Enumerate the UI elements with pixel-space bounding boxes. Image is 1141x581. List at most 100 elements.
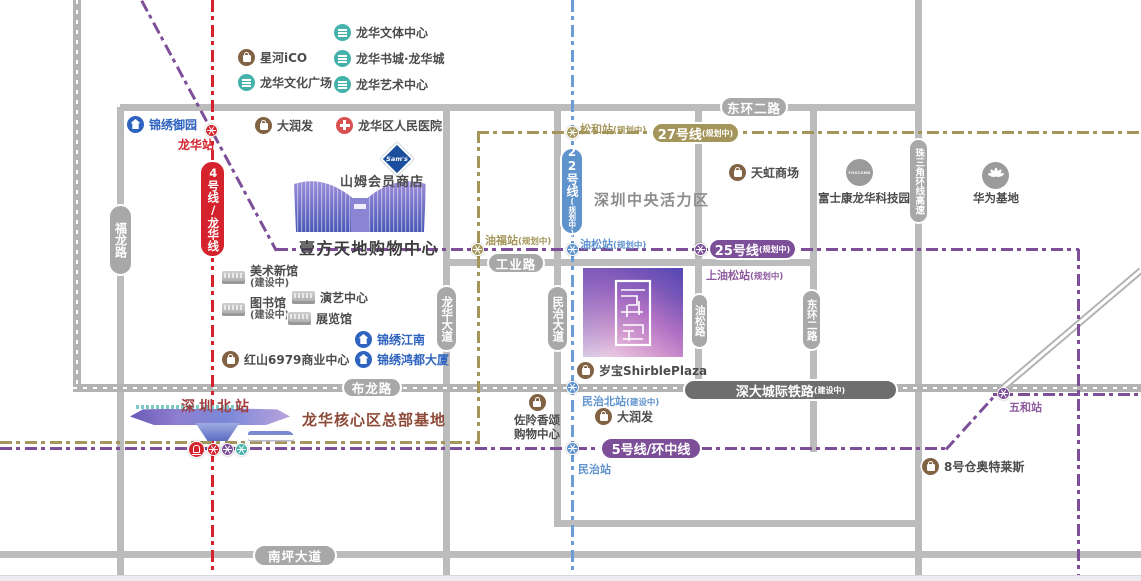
building-icon	[334, 75, 351, 93]
map-edge-band	[0, 575, 1141, 581]
railway-shenda-intercity	[73, 384, 1141, 392]
poi-xinghe-ico: 星河iCO	[238, 48, 307, 66]
national-rail-icon	[188, 441, 205, 458]
poi-darunfa-north: 大润发	[255, 116, 313, 134]
road-label-yousong: 油松路	[690, 293, 709, 349]
poi-foxconn-label: 富士康龙华科技园	[818, 191, 910, 205]
poi-performance-center: 演艺中心	[292, 288, 368, 306]
yousong-station-icon	[566, 243, 579, 256]
hospital-cross-icon	[336, 116, 353, 134]
line-22-badge: 22号线(规划中)	[560, 145, 584, 237]
one-avenue-building	[293, 172, 427, 234]
road-label-minzhi-avenue: 民治大道	[546, 285, 569, 352]
poi-book-city: 龙华书城·龙华城	[334, 49, 445, 67]
north-station-line5-icon	[221, 443, 234, 456]
huawei-logo	[982, 162, 1009, 189]
theater-building-icon	[292, 290, 315, 304]
area-label-north-station: 深圳北站	[181, 399, 253, 415]
road-label-donghuan2-top: 东环二路	[720, 96, 788, 118]
youfu-station-icon	[471, 243, 484, 256]
shopping-bag-icon	[222, 350, 239, 368]
road-label-bulong: 布龙路	[342, 377, 402, 398]
line-4-badge: 4号线/龙华线	[199, 160, 226, 258]
home-icon	[355, 350, 372, 368]
building-icon	[334, 23, 351, 41]
shopping-bag-icon	[238, 48, 255, 66]
exhibition-building-icon	[288, 311, 311, 325]
road-label-zhusanjiao: 珠三角环线高速	[908, 138, 929, 224]
longhua-station-icon	[205, 124, 218, 137]
line-22-track	[571, 0, 574, 581]
poi-bahao-outlets: 8号仓奥特莱斯	[922, 457, 1024, 475]
road-label-donghuan2-vertical: 东环二路	[801, 289, 822, 351]
station-label-shangyousong: 上油松站(规划中)	[706, 269, 784, 282]
sams-store-label: 山姆会员商店	[340, 175, 425, 190]
line-4-track	[211, 0, 214, 577]
line-5-track-east	[993, 393, 1141, 396]
area-label-one-avenue: 壹方天地购物中心	[299, 239, 440, 258]
poi-exhibition-hall: 展览馆	[288, 309, 352, 327]
poi-wenti-center: 龙华文体中心	[334, 23, 428, 41]
building-icon	[238, 73, 255, 91]
home-icon	[355, 330, 372, 348]
poi-darunfa-minzhi: 大润发	[595, 407, 653, 425]
poi-jinxiu-yuyuan: 锦绣御园	[127, 115, 197, 133]
poi-hongshan-6979: 红山6979商业中心	[222, 350, 349, 368]
home-icon	[127, 115, 144, 133]
north-station-line4-icon	[207, 443, 220, 456]
road-gongye	[445, 259, 815, 266]
project-logo	[583, 268, 683, 357]
shopping-bag-icon	[255, 116, 272, 134]
road-zhusanjiao-expressway	[915, 0, 922, 581]
road-donghuan2-vertical	[810, 107, 817, 452]
poi-art-museum: 美术新馆(建设中)	[222, 264, 298, 289]
road-label-longhua-avenue: 龙华大道	[435, 285, 458, 352]
line-5-track	[0, 447, 947, 450]
shopping-bag-icon	[729, 163, 746, 181]
poi-jinxiu-jiangnan: 锦绣江南	[355, 330, 425, 348]
road-donghuan2-horizontal	[120, 104, 918, 111]
road-minzhi-avenue-east	[554, 520, 922, 527]
poi-suibao-plaza: 岁宝ShirblePlaza	[577, 361, 707, 379]
road-fulong	[117, 107, 124, 581]
shopping-bag-icon	[595, 407, 612, 425]
building-icon	[334, 49, 351, 67]
station-label-longhua: 龙华站	[178, 138, 215, 152]
minzhi-station-icon	[566, 442, 579, 455]
shopping-bag-icon	[528, 394, 546, 411]
line-25-track-south	[1077, 249, 1080, 578]
poi-zuolin-mall: 佐阾香颂 购物中心	[514, 394, 560, 442]
poi-hospital: 龙华区人民医院	[336, 116, 442, 134]
station-label-minzhibei: 民治北站(建设中)	[582, 395, 660, 408]
railway-vertical-west	[73, 0, 81, 388]
poi-culture-plaza: 龙华文化广场	[238, 73, 332, 91]
area-label-cbd: 深圳中央活力区	[594, 191, 710, 209]
line-5-track-diagonal	[944, 394, 997, 451]
wuhe-station-icon	[997, 387, 1010, 400]
road-label-fulong: 福龙路	[108, 204, 133, 276]
library-building-icon	[222, 302, 245, 316]
line-27-badge: 27号线(规划中)	[651, 122, 740, 144]
line-25-track	[276, 248, 1079, 251]
poi-library: 图书馆(建设中)	[222, 296, 289, 321]
line-27-track-east	[477, 131, 1141, 134]
poi-jinxiu-hongdu: 锦绣鸿都大厦	[355, 350, 449, 368]
foxconn-logo: FOXCONN	[846, 159, 873, 186]
station-label-minzhi: 民治站	[578, 463, 611, 476]
line-5-badge: 5号线/环中线	[600, 437, 702, 460]
station-label-songhe: 松和站(规划中)	[580, 123, 647, 136]
intercity-railway-badge: 深大城际铁路(建设中)	[683, 379, 898, 401]
line-27-track-vertical	[477, 131, 480, 442]
station-label-wuhe: 五和站	[1009, 401, 1042, 414]
station-label-yousong: 油松站(规划中)	[580, 238, 647, 251]
shopping-bag-icon	[922, 457, 939, 475]
road-label-nanping: 南坪大道	[253, 544, 337, 567]
road-nanping	[0, 551, 1141, 558]
road-label-gongye: 工业路	[487, 252, 545, 274]
shopping-bag-icon	[577, 361, 594, 379]
railway-diagonal-northeast	[998, 267, 1141, 393]
museum-building-icon	[222, 270, 245, 284]
songhe-station-icon	[566, 126, 579, 139]
north-station-building	[130, 400, 295, 446]
